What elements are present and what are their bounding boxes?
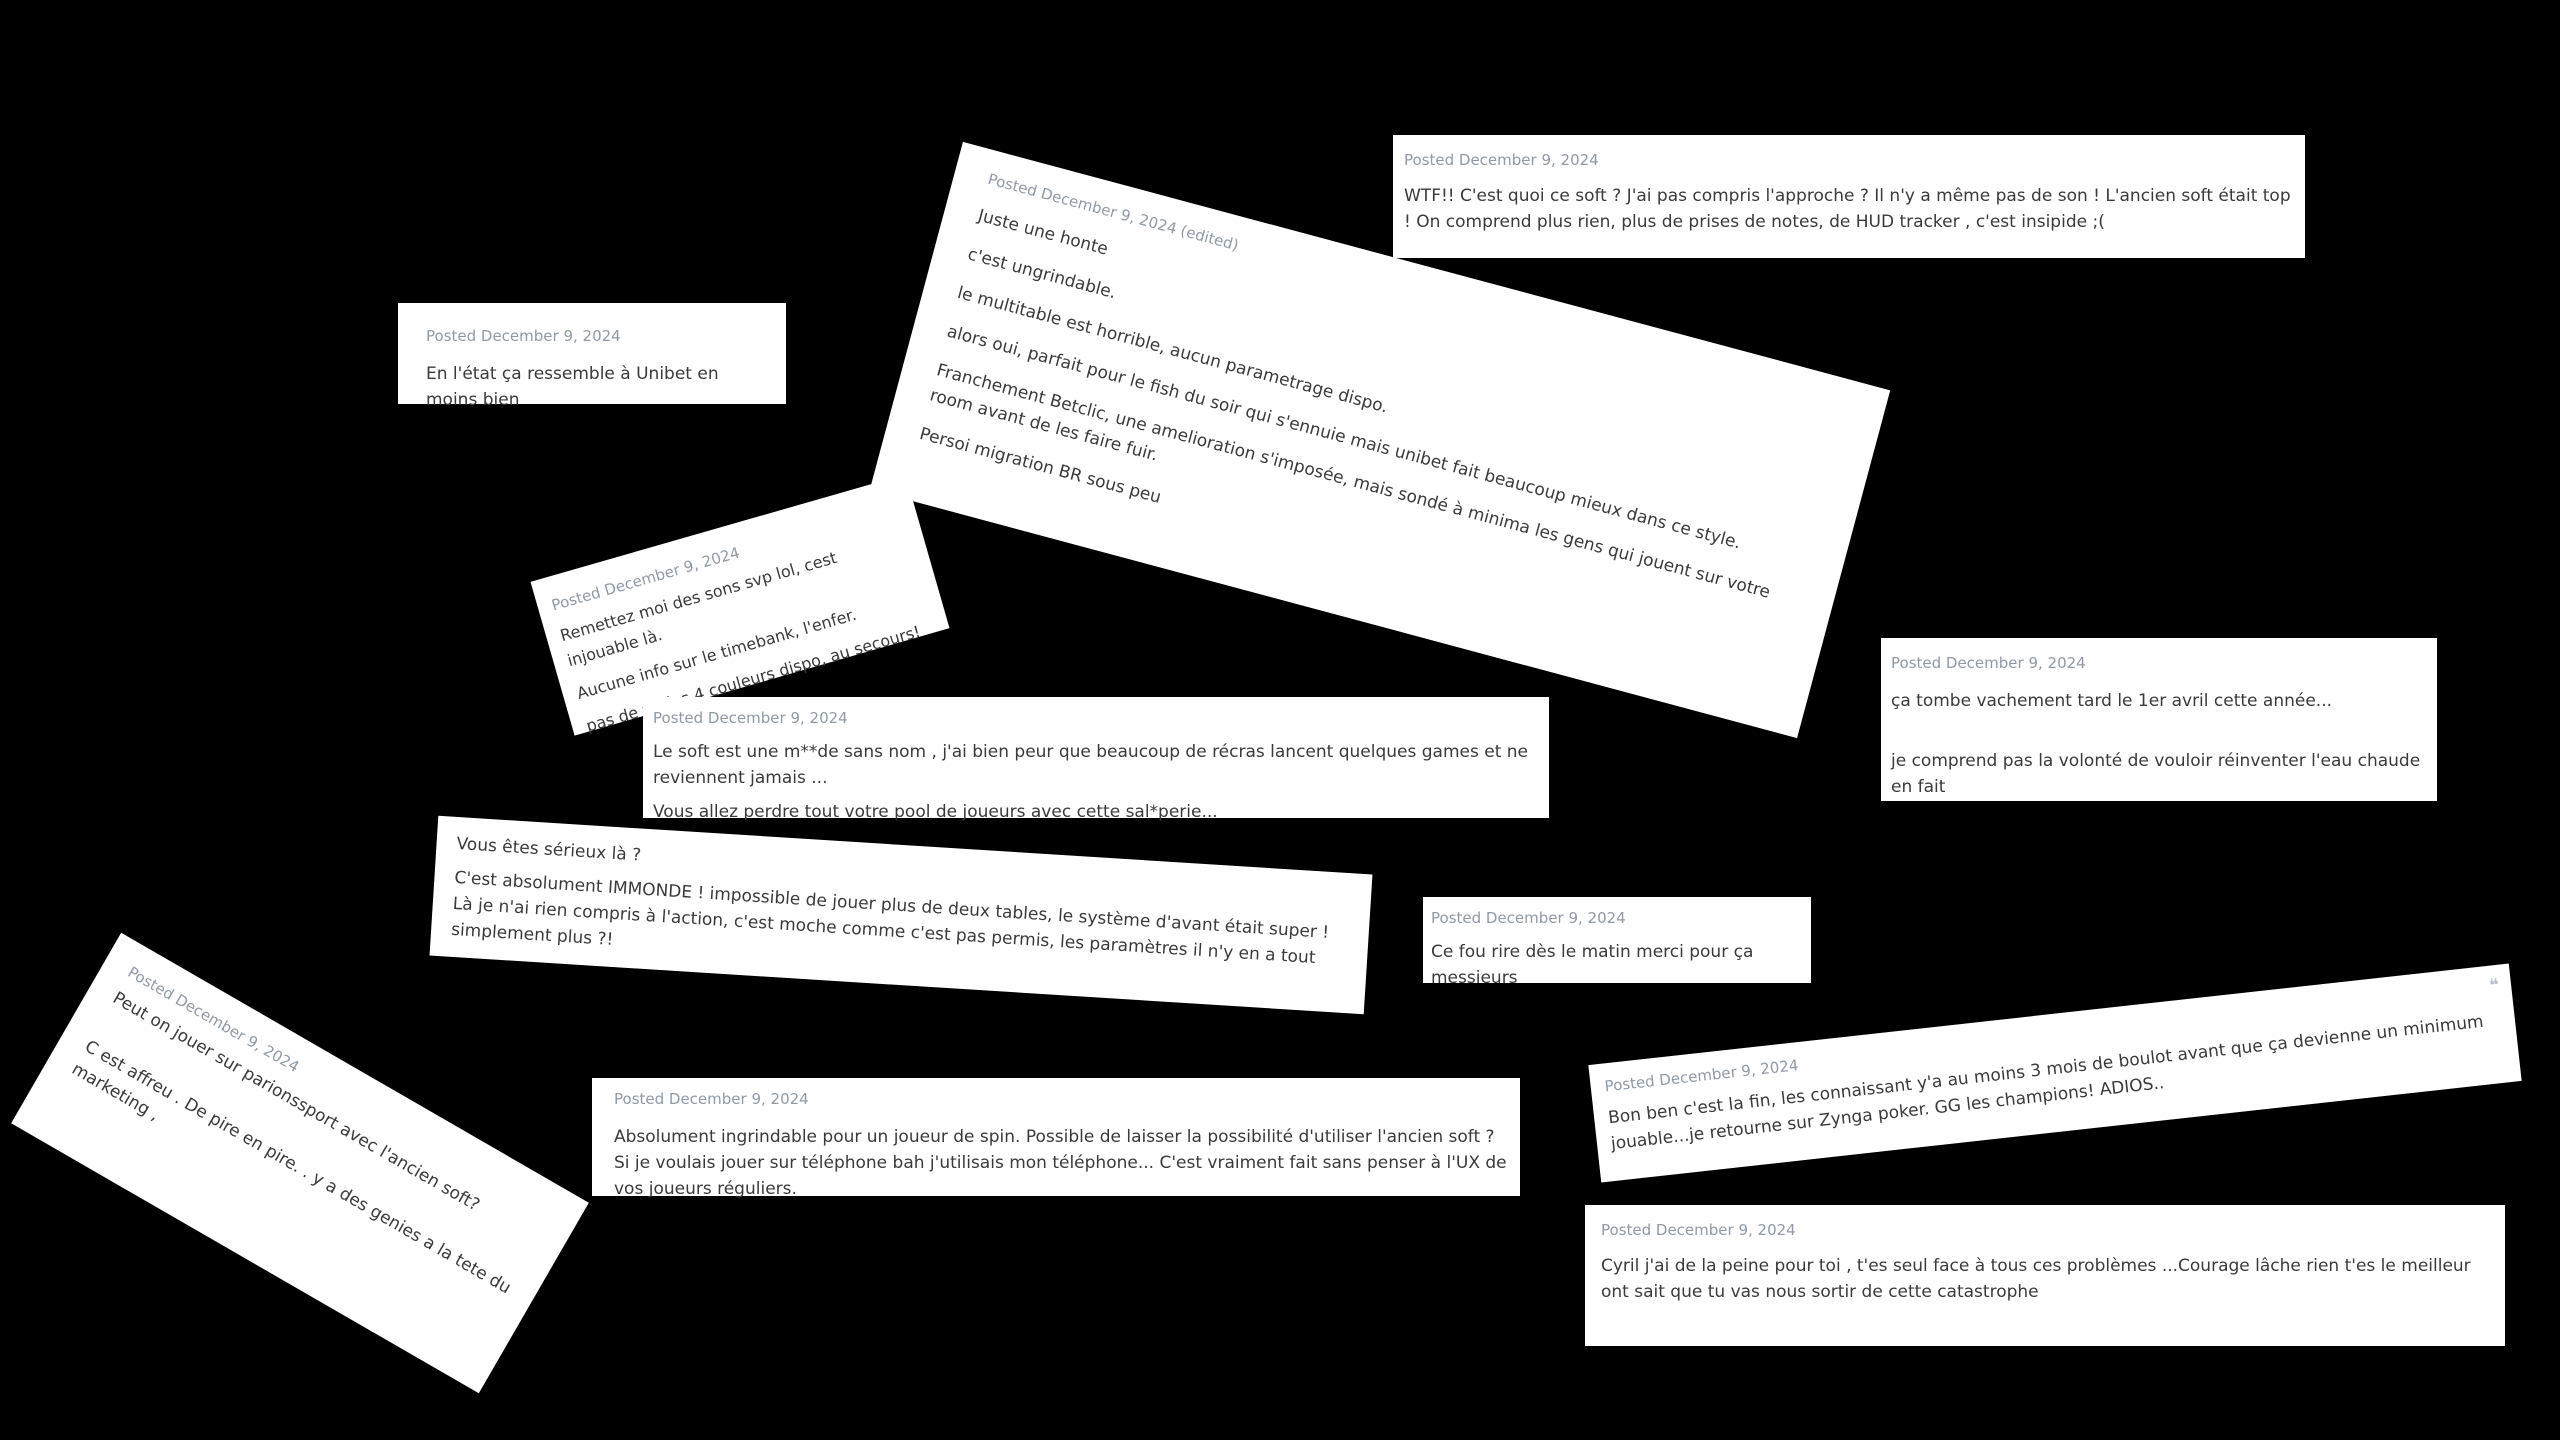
post-body: WTF!! C'est quoi ce soft ? J'ai pas comp… xyxy=(1404,183,2293,235)
post-body: Vous êtes sérieux là ? C'est absolument … xyxy=(450,831,1353,999)
post-card: Posted December 9, 2024 Le soft est une … xyxy=(643,697,1549,822)
post-card: Posted December 9, 2024 Peut on jouer su… xyxy=(11,932,589,1394)
post-body: Absolument ingrindable pour un joueur de… xyxy=(614,1124,1514,1202)
post-card: ❝ Posted December 9, 2024 Bon ben c'est … xyxy=(1588,963,2522,1183)
post-card: Posted December 9, 2024 Ce fou rire dès … xyxy=(1423,897,1811,988)
post-paragraph: WTF!! C'est quoi ce soft ? J'ai pas comp… xyxy=(1404,186,2291,232)
post-paragraph: Le soft est une m**de sans nom , j'ai bi… xyxy=(653,742,1529,788)
post-meta: Posted December 9, 2024 xyxy=(1431,909,1626,927)
post-paragraph: Vous allez perdre tout votre pool de jou… xyxy=(653,802,1218,822)
post-card: Posted December 9, 2024 Cyril j'ai de la… xyxy=(1585,1205,2505,1346)
post-card: Posted December 9, 2024 En l'état ça res… xyxy=(398,303,786,410)
quote-icon: ❝ xyxy=(2488,974,2501,997)
post-body: Ce fou rire dès le matin merci pour ça m… xyxy=(1431,939,1801,991)
post-paragraph: ça tombe vachement tard le 1er avril cet… xyxy=(1891,691,2333,711)
post-paragraph: Cyril j'ai de la peine pour toi , t'es s… xyxy=(1601,1256,2471,1302)
post-meta: Posted December 9, 2024 xyxy=(1404,151,1599,169)
post-body: Le soft est une m**de sans nom , j'ai bi… xyxy=(653,739,1541,825)
post-card: Posted December 9, 2024 Absolument ingri… xyxy=(592,1078,1520,1199)
post-meta: Posted December 9, 2024 xyxy=(1601,1221,1796,1239)
post-paragraph: Absolument ingrindable pour un joueur de… xyxy=(614,1127,1507,1199)
post-meta: Posted December 9, 2024 xyxy=(653,709,848,727)
post-card: Vous êtes sérieux là ? C'est absolument … xyxy=(429,815,1373,1015)
post-paragraph: En l'état ça ressemble à Unibet en moins… xyxy=(426,364,719,410)
post-card: Posted December 9, 2024 ça tombe vacheme… xyxy=(1881,638,2437,801)
post-meta: Posted December 9, 2024 xyxy=(426,327,621,345)
post-meta: Posted December 9, 2024 xyxy=(1891,654,2086,672)
post-body: ça tombe vachement tard le 1er avril cet… xyxy=(1891,688,2427,800)
post-card: Posted December 9, 2024 WTF!! C'est quoi… xyxy=(1393,135,2305,258)
post-paragraph: Ce fou rire dès le matin merci pour ça m… xyxy=(1431,942,1754,988)
post-body: Peut on jouer sur parionssport avec l'an… xyxy=(67,986,549,1327)
post-meta: Posted December 9, 2024 xyxy=(614,1090,809,1108)
post-paragraph: je comprend pas la volonté de vouloir ré… xyxy=(1891,751,2421,797)
post-body: Cyril j'ai de la peine pour toi , t'es s… xyxy=(1601,1253,2499,1305)
post-body: En l'état ça ressemble à Unibet en moins… xyxy=(426,361,756,413)
